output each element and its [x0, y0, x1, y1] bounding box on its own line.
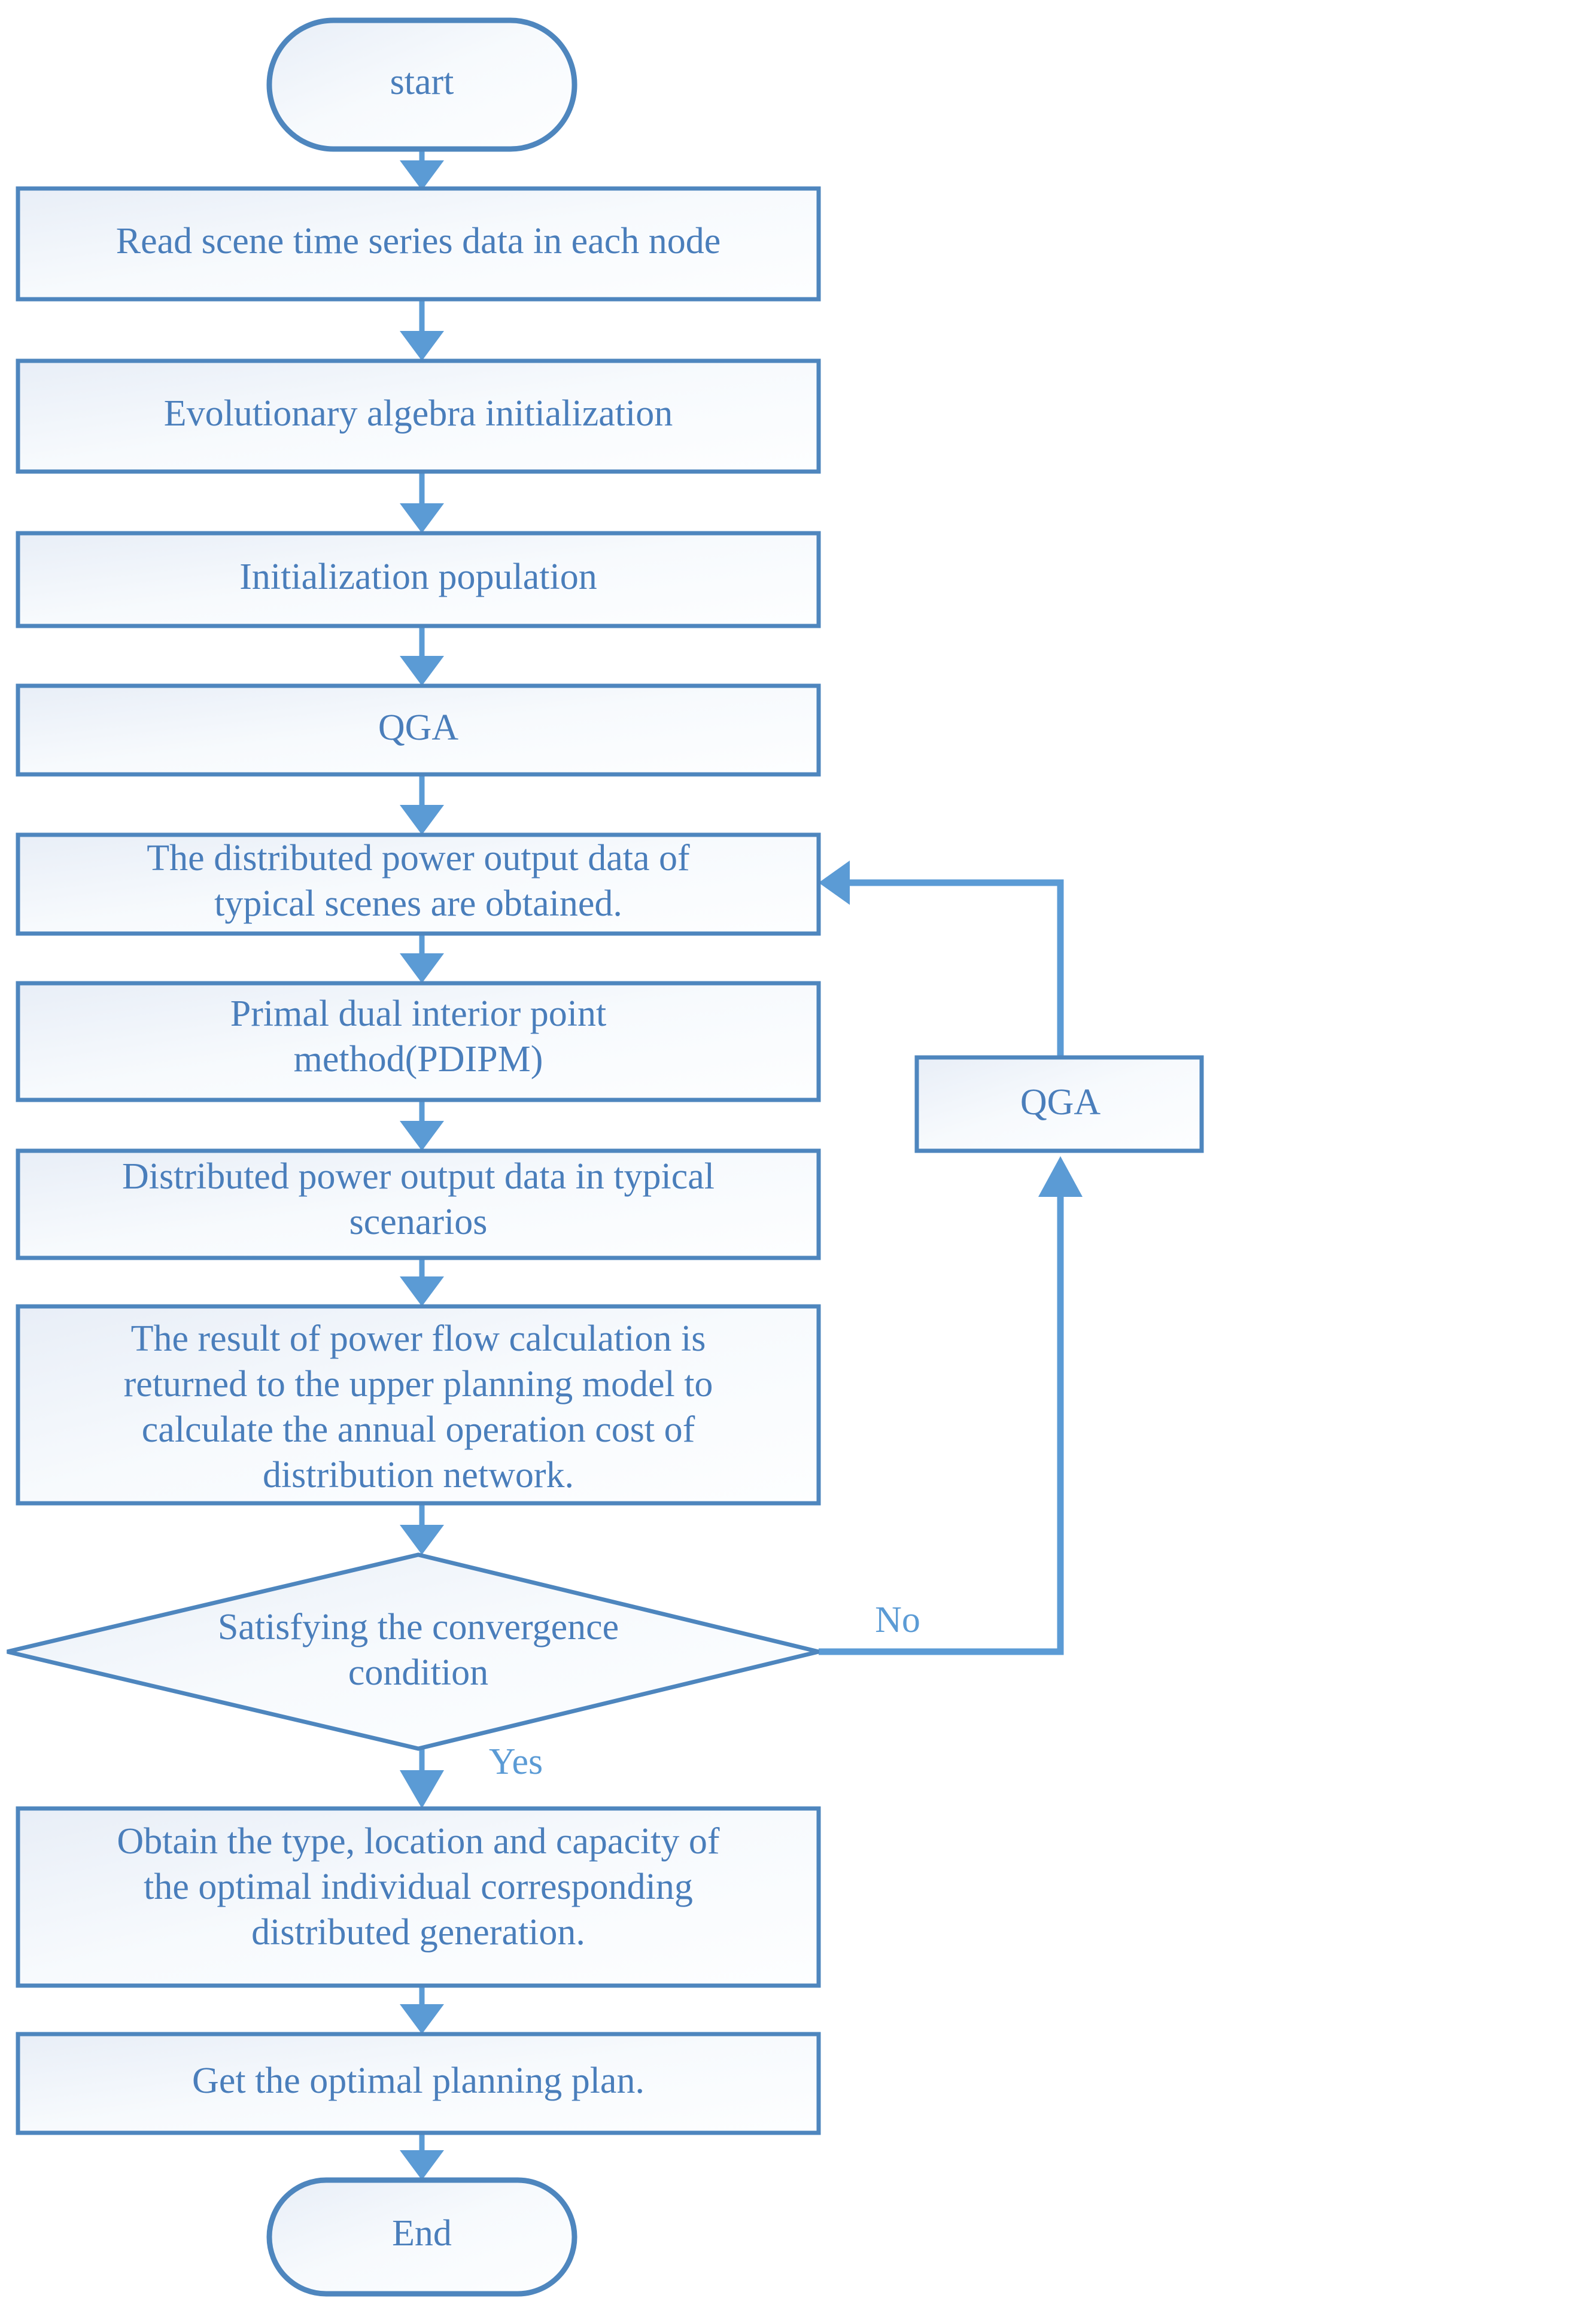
node-pdipm-line2: method(PDIPM) [294, 1039, 543, 1080]
node-start-label: start [390, 62, 454, 102]
connector-qga2-to-distout [819, 861, 1064, 1057]
node-distributed-output-typical-scenarios-line1: Distributed power output data in typical [122, 1156, 715, 1197]
node-decision-convergence-line1: Satisfying the convergence [218, 1607, 619, 1647]
node-read-scene-data[interactable]: Read scene time series data in each node [16, 186, 821, 302]
node-get-optimal-plan[interactable]: Get the optimal planning plan. [16, 2032, 821, 2135]
node-qga-feedback[interactable]: QGA [914, 1055, 1204, 1153]
node-distributed-output-typical-scenarios[interactable]: Distributed power output data in typical… [16, 1148, 821, 1260]
connector-decision-yes-to-obtain [400, 1749, 444, 1808]
edge-label-no: No [875, 1600, 920, 1640]
connector-decision-no-to-qga2 [819, 1156, 1083, 1655]
node-power-flow-result-line2: returned to the upper planning model to [124, 1364, 713, 1405]
node-qga-feedback-label: QGA [1020, 1082, 1101, 1123]
connector-obtain-to-getplan [400, 1986, 444, 2034]
node-start[interactable]: start [266, 17, 577, 152]
node-get-optimal-plan-label: Get the optimal planning plan. [192, 2060, 645, 2101]
node-obtain-type-location-capacity-line1: Obtain the type, location and capacity o… [117, 1821, 719, 1862]
node-power-flow-result-line1: The result of power flow calculation is [131, 1318, 706, 1359]
connector-qga1-to-distout [400, 774, 444, 835]
edge-label-yes: Yes [489, 1741, 543, 1782]
node-power-flow-result[interactable]: The result of power flow calculation is … [16, 1304, 821, 1506]
node-obtain-type-location-capacity-line3: distributed generation. [251, 1912, 585, 1953]
node-distributed-output-typical-scenes-line1: The distributed power output data of [147, 838, 690, 879]
node-distributed-output-typical-scenes-line2: typical scenes are obtained. [214, 883, 622, 924]
connector-read-to-evo [400, 299, 444, 361]
node-distributed-output-typical-scenarios-line2: scenarios [349, 1202, 488, 1242]
node-obtain-type-location-capacity[interactable]: Obtain the type, location and capacity o… [16, 1806, 821, 1988]
connector-initpop-to-qga1 [400, 626, 444, 686]
node-distributed-output-typical-scenes[interactable]: The distributed power output data of typ… [16, 832, 821, 936]
connector-getplan-to-end [400, 2133, 444, 2180]
node-initialization-population-label: Initialization population [239, 557, 597, 597]
node-power-flow-result-line3: calculate the annual operation cost of [142, 1409, 695, 1450]
node-power-flow-result-line4: distribution network. [263, 1455, 574, 1495]
node-read-scene-data-label: Read scene time series data in each node [116, 221, 721, 262]
node-initialization-population[interactable]: Initialization population [16, 531, 821, 628]
node-pdipm-line1: Primal dual interior point [230, 993, 607, 1034]
node-decision-convergence[interactable]: Satisfying the convergence condition [7, 1552, 819, 1751]
node-qga-main-label: QGA [378, 707, 459, 748]
connector-distdata-to-result [400, 1258, 444, 1306]
connector-evo-to-initpop [400, 472, 444, 533]
node-decision-convergence-line2: condition [348, 1652, 488, 1693]
connector-start-to-read [400, 149, 444, 190]
node-obtain-type-location-capacity-line2: the optimal individual corresponding [144, 1867, 693, 1907]
node-end[interactable]: End [266, 2177, 577, 2297]
connector-result-to-decision [400, 1503, 444, 1555]
node-evolutionary-algebra-init[interactable]: Evolutionary algebra initialization [16, 358, 821, 474]
node-end-label: End [392, 2213, 452, 2254]
node-qga-main[interactable]: QGA [16, 683, 821, 777]
node-pdipm[interactable]: Primal dual interior point method(PDIPM) [16, 981, 821, 1102]
node-evolutionary-algebra-init-label: Evolutionary algebra initialization [164, 393, 673, 434]
connector-pdipm-to-distdata [400, 1100, 444, 1151]
connector-distout-to-pdipm [400, 934, 444, 983]
